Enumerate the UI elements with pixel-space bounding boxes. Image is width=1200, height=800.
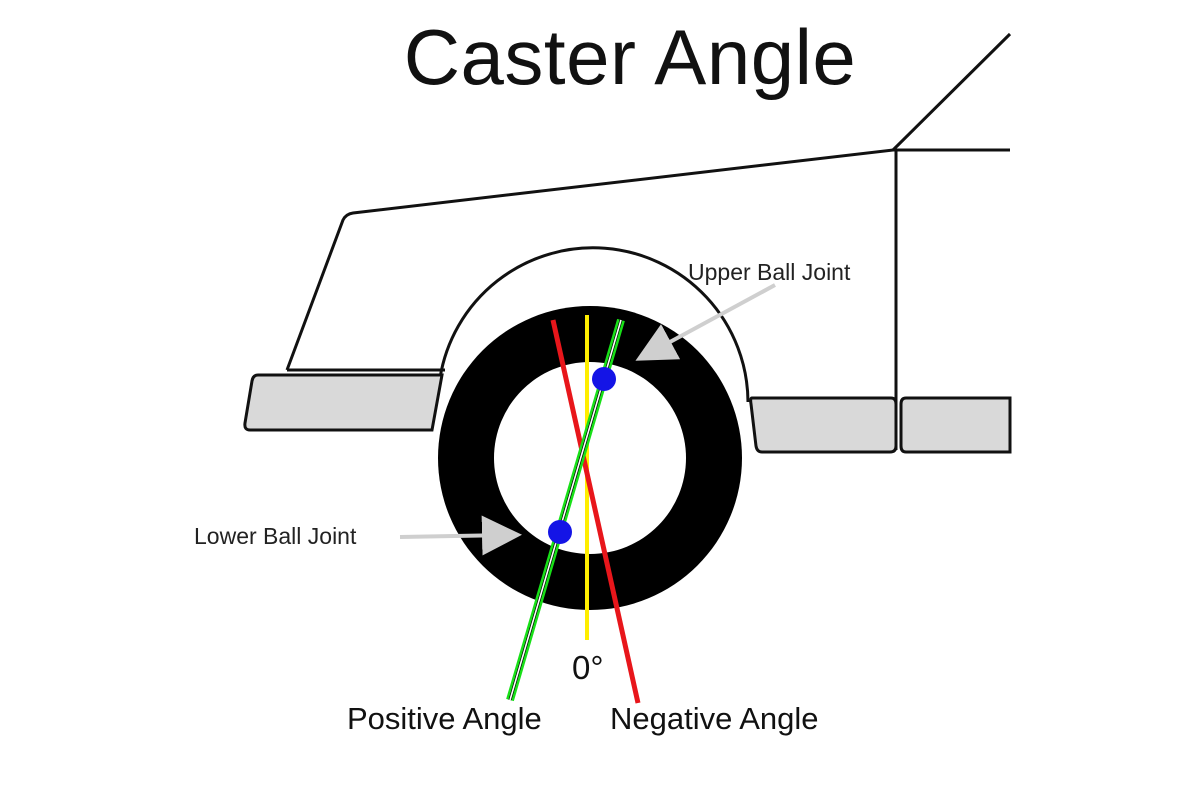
upper-ball-joint-label: Upper Ball Joint xyxy=(688,259,851,285)
lower-ball-joint-arrow xyxy=(399,515,522,556)
positive-angle-label: Positive Angle xyxy=(347,701,542,736)
wheel-rim xyxy=(494,362,686,554)
diagram-title: Caster Angle xyxy=(403,13,857,101)
front-bumper xyxy=(243,373,444,432)
side-skirt-front xyxy=(749,396,898,454)
lower-ball-joint-dot xyxy=(548,520,572,544)
wheel-arch xyxy=(438,246,750,403)
upper-ball-joint-dot xyxy=(592,367,616,391)
negative-angle-label: Negative Angle xyxy=(610,701,819,736)
lower-ball-joint-label: Lower Ball Joint xyxy=(194,523,357,549)
hood-outline xyxy=(285,148,1010,371)
side-skirt-rear xyxy=(899,396,1012,454)
zero-degree-label: 0° xyxy=(572,649,604,686)
upper-ball-joint-arrow xyxy=(635,283,776,361)
windshield-line xyxy=(891,32,1012,152)
negative-angle-line xyxy=(550,319,641,704)
